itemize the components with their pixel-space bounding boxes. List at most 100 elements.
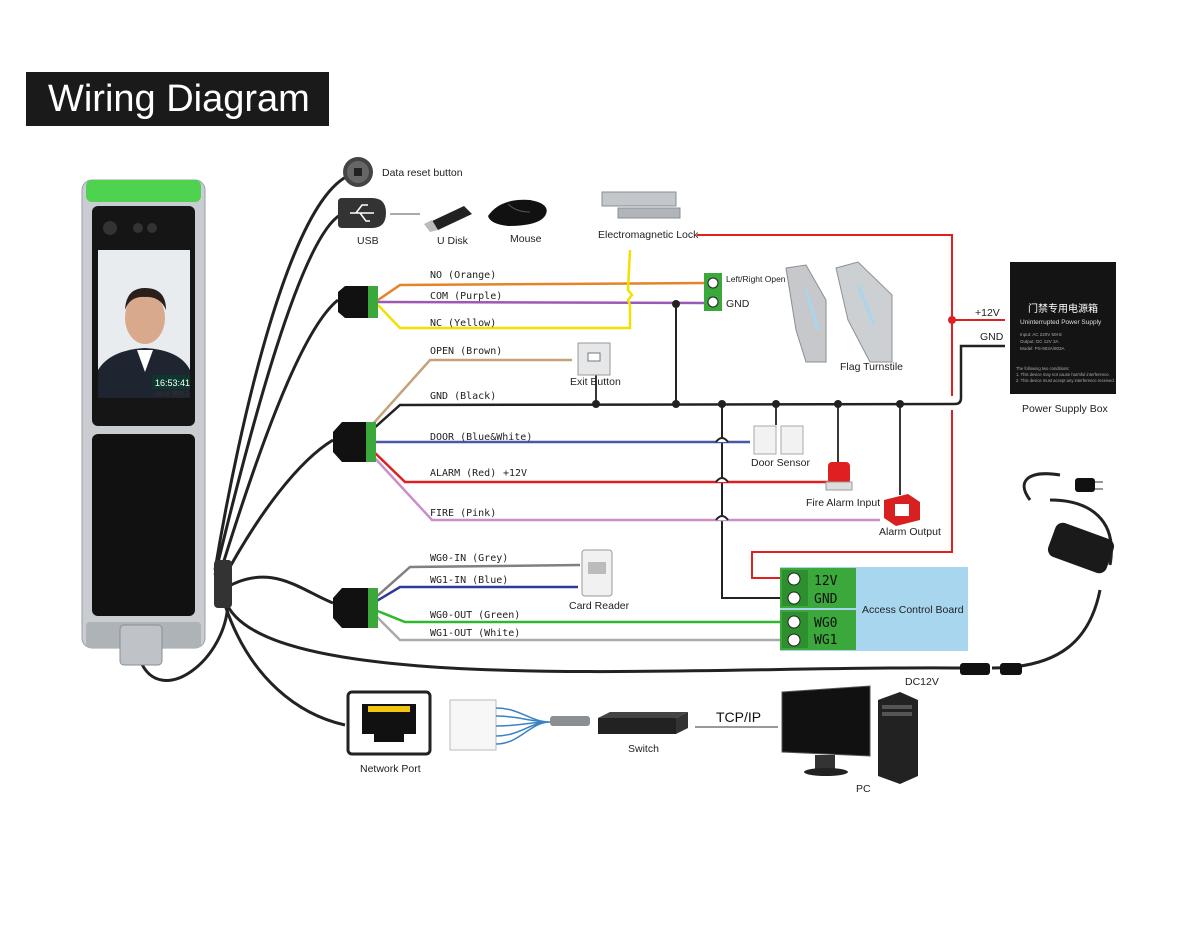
label-u-disk: U Disk (437, 235, 469, 247)
label-exit-button: Exit Button (570, 376, 621, 388)
wire-wg0-in (374, 563, 581, 599)
rj45-plug-icon (449, 699, 590, 751)
junction-red (948, 316, 956, 324)
board-terminal-wg1: WG1 (814, 633, 837, 648)
camera-icon (147, 223, 157, 233)
label-door-sensor: Door Sensor (751, 457, 810, 469)
wire-hop (715, 437, 729, 443)
page-title: Wiring Diagram (48, 78, 310, 120)
title-banner: Wiring Diagram (26, 72, 329, 126)
wire-wg0-out (374, 608, 780, 624)
door-sensor-icon (753, 425, 804, 455)
connector-wiegand (333, 588, 378, 628)
u-disk-icon (424, 206, 472, 232)
wire-label-wg1-in: WG1-IN (Blue) (430, 575, 508, 586)
power-adapter-icon (960, 472, 1115, 675)
wire-label-fire: FIRE (Pink) (430, 508, 496, 519)
cable-relay (216, 298, 339, 581)
cable-usb (213, 213, 341, 576)
wire-label-wg1-out: WG1-OUT (White) (430, 628, 520, 639)
camera-icon (133, 223, 143, 233)
wire-label-no: NO (Orange) (430, 270, 496, 281)
psu-spec-model: Model: PS-903A/903A (1020, 346, 1065, 351)
wire-nc (377, 249, 634, 330)
psu-note-1: 1. This device may not cause harmful int… (1016, 372, 1110, 377)
psu-title-cn: 门禁专用电源箱 (1028, 302, 1098, 315)
junction (592, 400, 600, 408)
wire-label-com: COM (Purple) (430, 291, 502, 302)
device-cables (138, 173, 961, 727)
label-pc: PC (856, 783, 871, 795)
switch-icon (598, 712, 688, 734)
wire-com (377, 300, 707, 305)
alarm-output-icon (884, 494, 920, 526)
wire-label-wg0-out: WG0-OUT (Green) (430, 610, 520, 621)
board-terminal-gnd: GND (814, 592, 838, 607)
wire-label-open: OPEN (Brown) (430, 346, 502, 357)
mouse-icon (488, 199, 547, 226)
psu-spec-output: Output: DC 12V 3A (1020, 339, 1059, 344)
wire-label-door: DOOR (Blue&White) (430, 432, 532, 443)
person-face (125, 292, 165, 344)
cable-io (218, 438, 334, 586)
turnstile-terminal (704, 273, 722, 311)
exit-button-icon (577, 342, 611, 376)
label-flag-turnstile: Flag Turnstile (840, 361, 903, 373)
terminal-led-bar (86, 180, 201, 202)
wire-wg1-out (374, 614, 780, 642)
junction (718, 400, 726, 408)
label-power-supply-box: Power Supply Box (1022, 403, 1109, 415)
junction (896, 400, 904, 408)
wire-label-nc: NC (Yellow) (430, 318, 496, 329)
wire-gnd-board (721, 404, 780, 599)
psu-subtitle: Uninterrupted Power Supply (1020, 319, 1102, 326)
psu-note-title: The following two conditions: (1016, 366, 1070, 371)
cable-wiegand (221, 575, 334, 605)
wire-no (377, 281, 707, 302)
cable-power (223, 599, 961, 674)
cable-loop (138, 560, 230, 682)
label-fire-alarm-input: Fire Alarm Input (806, 497, 880, 509)
cable-network (223, 604, 346, 727)
person-shirt (137, 350, 153, 372)
wire-wg1-in (374, 585, 578, 604)
wire-board-12v (751, 410, 953, 579)
label-network-port: Network Port (360, 763, 421, 775)
psu-note-2: 2. This device must accept any interfere… (1016, 378, 1115, 383)
label-tcp-ip: TCP/IP (716, 709, 761, 725)
terminal-lower-panel (92, 434, 195, 616)
label-usb: USB (357, 235, 379, 247)
wire-label-alarm-voltage: +12V (503, 468, 527, 479)
psu-spec-input: Input: AC 220V 50Hz (1020, 332, 1063, 337)
terminal-stand (119, 624, 163, 666)
label-alarm-output: Alarm Output (879, 526, 941, 538)
power-supply-box: 门禁专用电源箱 Uninterrupted Power Supply Input… (1010, 262, 1116, 394)
label-electromagnetic-lock: Electromagnetic Lock (598, 229, 699, 241)
fire-alarm-icon (825, 462, 853, 491)
wire-label-gnd: GND (Black) (430, 391, 496, 402)
flag-turnstile-icon (785, 261, 893, 363)
label-psu-gnd: GND (980, 331, 1004, 343)
wire-open (371, 358, 572, 426)
wire-lock-power (697, 234, 953, 396)
label-card-reader: Card Reader (569, 600, 630, 612)
junction (772, 400, 780, 408)
camera-icon (103, 221, 117, 235)
junction (834, 400, 842, 408)
screen-weekday: 星期三 (172, 390, 190, 398)
junction-dots (592, 300, 904, 408)
connector-io (333, 422, 376, 462)
electromagnetic-lock-icon (601, 191, 681, 219)
network-port-icon (346, 690, 432, 756)
wire-label-alarm: ALARM (Red) (430, 468, 496, 479)
card-reader-icon (581, 549, 613, 597)
face-terminal: 16:53:41 06/19 星期三 (81, 179, 232, 666)
label-turnstile-gnd: GND (726, 298, 750, 310)
label-dc12v: DC12V (905, 676, 939, 688)
cable-bundle (214, 560, 232, 608)
person-hair (125, 288, 166, 310)
wire-hop (715, 515, 729, 521)
reset-button-icon (343, 157, 373, 187)
wire-fire (371, 454, 880, 522)
wire-gnd (371, 344, 1005, 431)
